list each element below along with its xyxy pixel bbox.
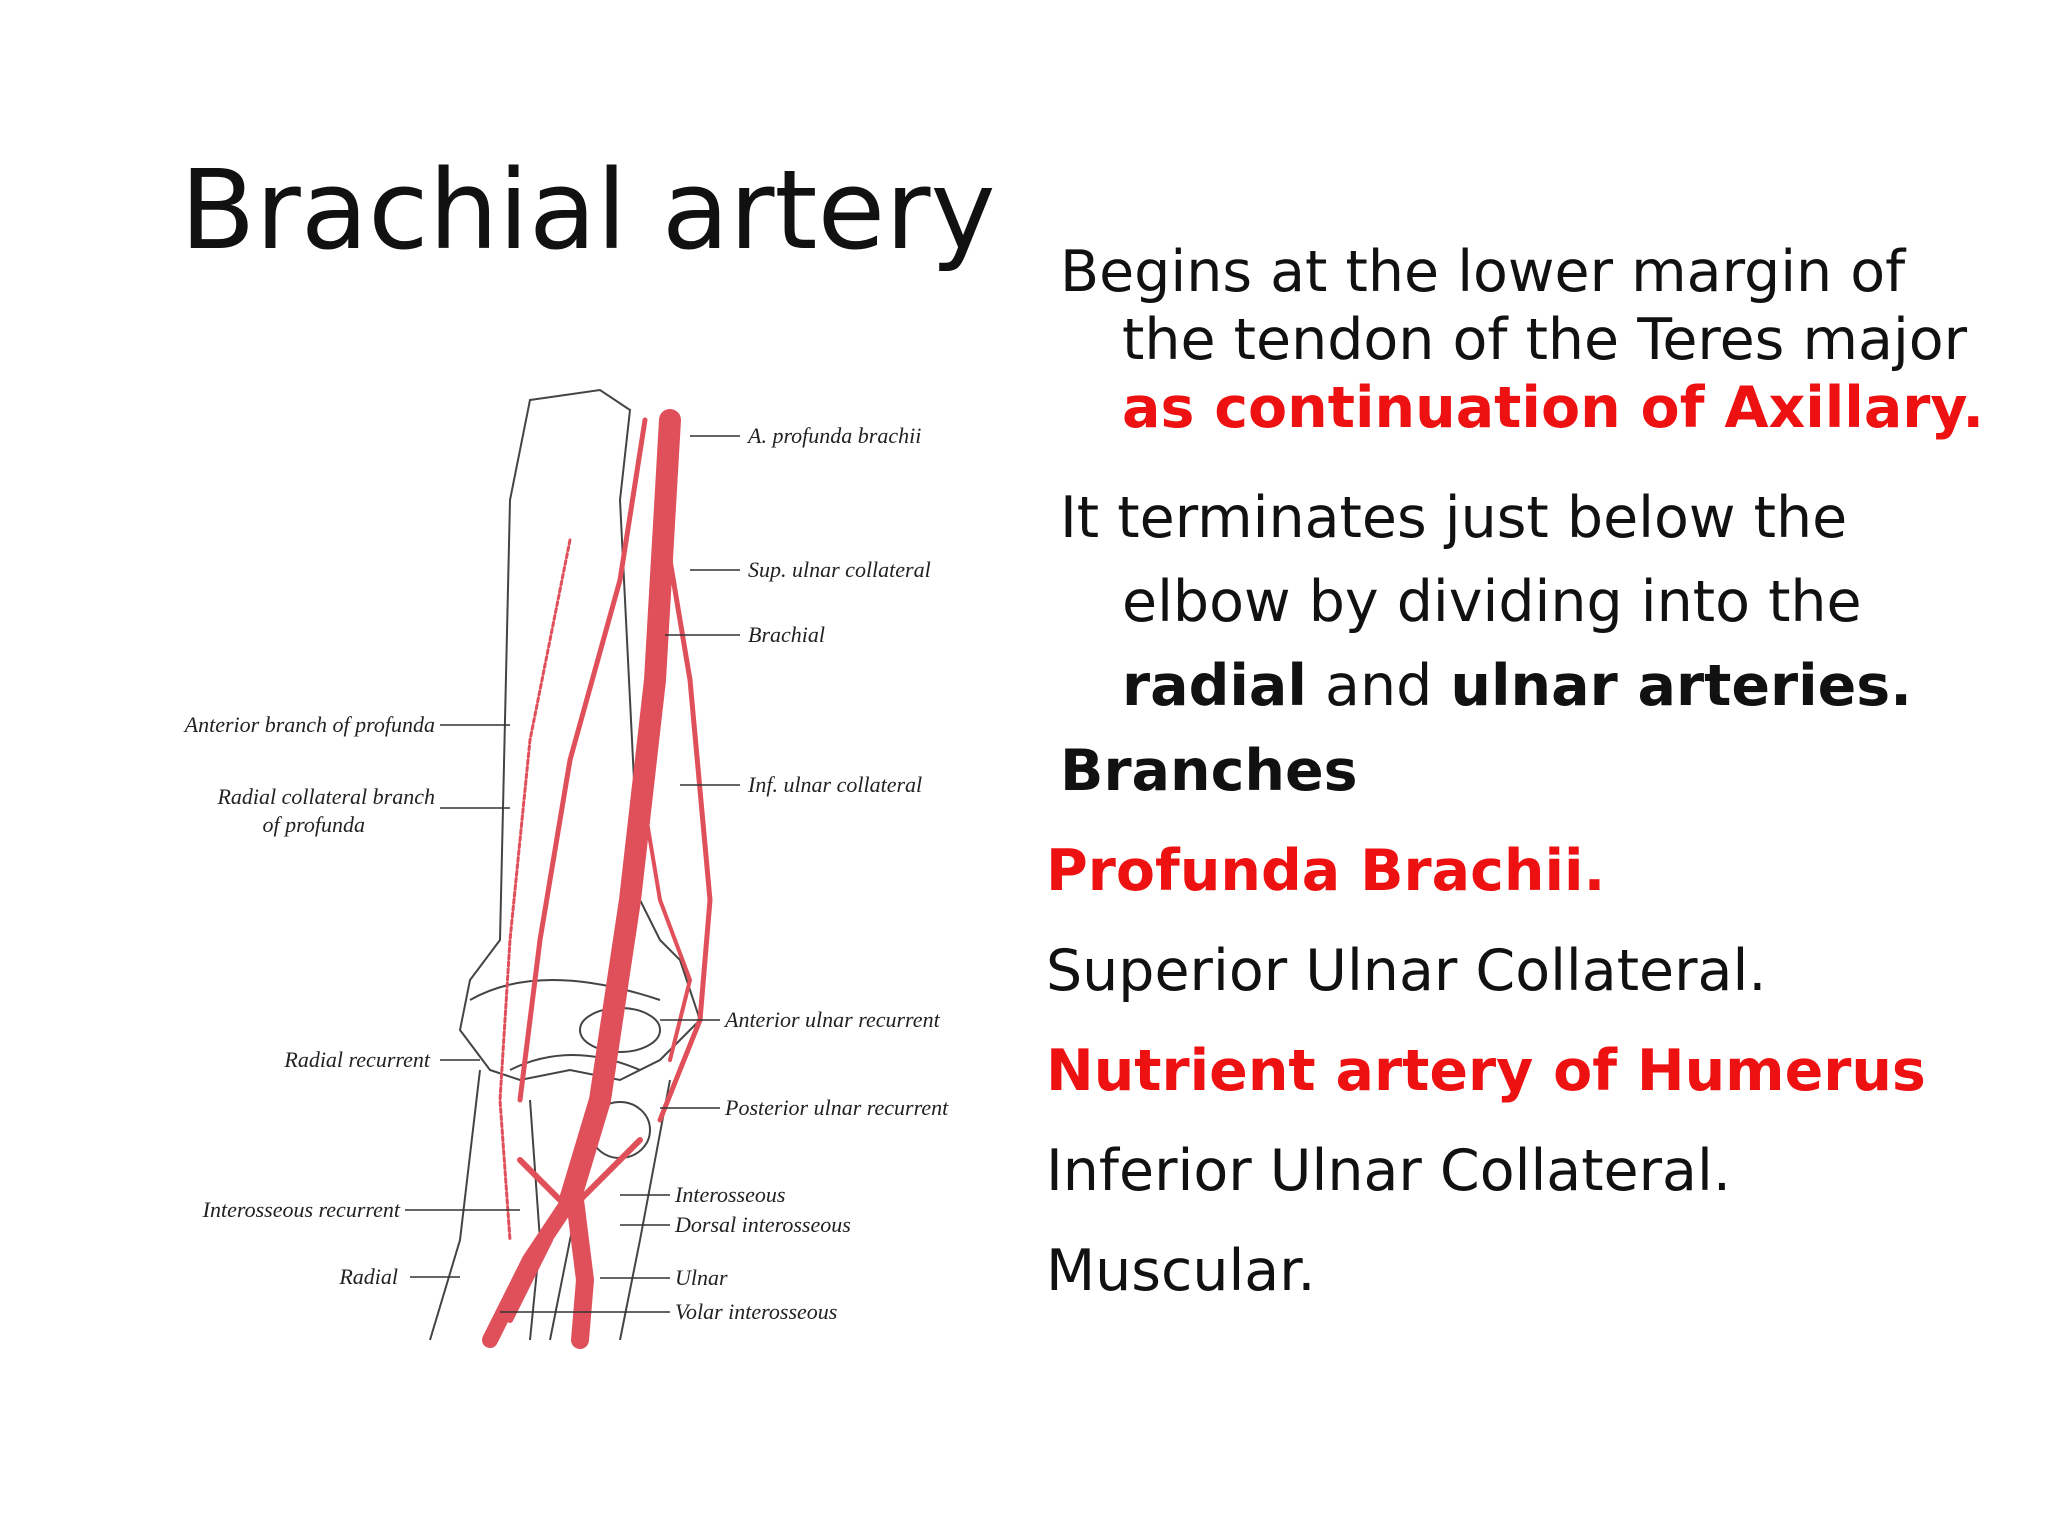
origin-line-3: as continuation of Axillary. <box>1122 375 1984 441</box>
label-volar-interosseous: Volar interosseous <box>675 1299 837 1324</box>
termination-line-3: radial and ulnar arteries. <box>1040 644 1912 728</box>
label-ulnar: Ulnar <box>675 1265 728 1290</box>
branch-item-5: Muscular. <box>1046 1238 1316 1304</box>
slide-title: Brachial artery <box>180 146 996 274</box>
brachial-artery-illustration: A. profunda brachii Sup. ulnar collatera… <box>183 388 949 1349</box>
origin-paragraph: Begins at the lower margin of the tendon… <box>1040 238 1984 442</box>
ulnar-term: ulnar arteries. <box>1450 653 1912 719</box>
label-dorsal-interosseous: Dorsal interosseous <box>674 1212 851 1237</box>
origin-line-2: the tendon of the Teres major <box>1122 307 1968 373</box>
label-interosseous-recurrent: Interosseous recurrent <box>202 1197 401 1222</box>
label-post-ulnar-recurrent: Posterior ulnar recurrent <box>724 1095 949 1120</box>
label-brachial: Brachial <box>748 622 825 647</box>
label-radial-recurrent: Radial recurrent <box>283 1047 431 1072</box>
branches-heading: Branches <box>1060 738 1358 804</box>
branch-item-3: Nutrient artery of Humerus <box>1046 1038 1926 1104</box>
label-profunda-brachii: A. profunda brachii <box>746 423 921 448</box>
termination-paragraph: It terminates just below the elbow by di… <box>1040 476 1912 728</box>
branch-item-4: Inferior Ulnar Collateral. <box>1046 1138 1731 1204</box>
termination-line-1: It terminates just below the <box>1060 485 1848 551</box>
label-ant-ulnar-recurrent: Anterior ulnar recurrent <box>723 1007 941 1032</box>
and-term: and <box>1306 653 1451 719</box>
label-sup-ulnar: Sup. ulnar collateral <box>748 557 931 582</box>
artery-paths <box>482 409 713 1349</box>
label-inf-ulnar: Inf. ulnar collateral <box>747 772 922 797</box>
figure-labels: A. profunda brachii Sup. ulnar collatera… <box>183 423 949 1324</box>
branch-item-1: Profunda Brachii. <box>1046 838 1606 904</box>
label-interosseous: Interosseous <box>674 1182 785 1207</box>
label-radial-collateral-2: of profunda <box>263 812 365 837</box>
label-anterior-branch: Anterior branch of profunda <box>183 712 435 737</box>
origin-line-1: Begins at the lower margin of <box>1060 239 1906 305</box>
label-radial-collateral-1: Radial collateral branch <box>216 784 435 809</box>
branch-item-2: Superior Ulnar Collateral. <box>1046 938 1767 1004</box>
label-radial: Radial <box>338 1264 398 1289</box>
radial-term: radial <box>1122 653 1307 719</box>
termination-line-2: elbow by dividing into the <box>1122 569 1862 635</box>
